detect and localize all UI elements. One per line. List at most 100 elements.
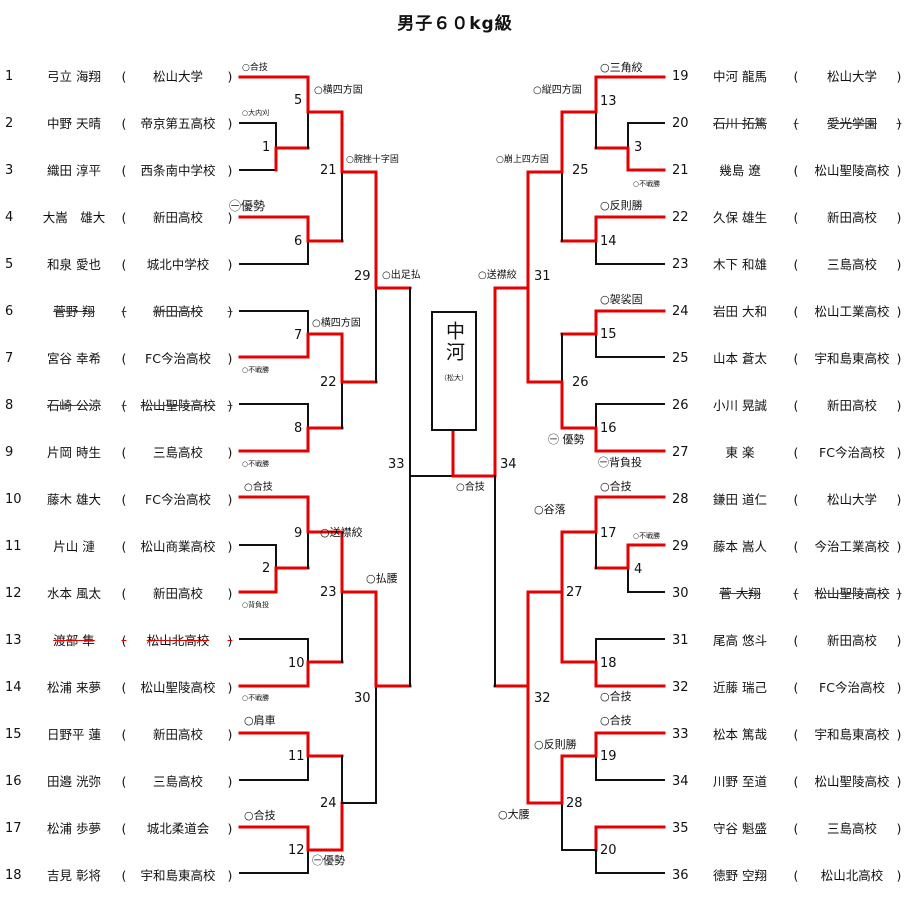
paren-close: ) xyxy=(227,633,233,648)
player-seed: 6 xyxy=(5,304,14,319)
match-number: 13 xyxy=(600,94,617,109)
paren-open: ( xyxy=(793,163,799,178)
match-result: ㊀優勢 xyxy=(312,853,345,867)
paren-close: ) xyxy=(896,304,902,319)
player-seed: 19 xyxy=(672,69,689,84)
player-name: 久保 雄生 xyxy=(713,210,767,225)
paren-open: ( xyxy=(121,774,127,789)
player-school: 松山大学 xyxy=(152,69,203,84)
match-number: 6 xyxy=(294,234,302,249)
player-seed: 9 xyxy=(5,445,14,460)
player-name: 木下 和雄 xyxy=(713,257,767,272)
match-result: ○合技 xyxy=(600,689,632,703)
paren-close: ) xyxy=(896,116,902,131)
match-number: 29 xyxy=(354,269,371,284)
match-number: 19 xyxy=(600,749,617,764)
player-name: 守谷 魁盛 xyxy=(713,821,767,836)
player-name: 弓立 海翔 xyxy=(47,69,101,84)
paren-open: ( xyxy=(121,257,127,272)
paren-open: ( xyxy=(121,680,127,695)
match-result: ○不戦勝 xyxy=(633,531,660,540)
match-number: 12 xyxy=(288,843,305,858)
match-result: ○大腰 xyxy=(498,807,530,821)
match-number: 31 xyxy=(534,269,551,284)
match-number: 34 xyxy=(500,457,517,472)
match-result: ○払腰 xyxy=(366,571,398,585)
player-school: 松山商業高校 xyxy=(140,539,216,554)
match-result: ○大内刈 xyxy=(242,108,269,117)
player-name: 松浦 歩夢 xyxy=(47,821,101,836)
match-result: ○三角絞 xyxy=(600,60,643,74)
player-seed: 21 xyxy=(672,163,689,178)
champion-box: 中河 （松大） xyxy=(431,311,477,431)
paren-open: ( xyxy=(121,351,127,366)
player-school: 松山聖陵高校 xyxy=(814,586,890,601)
paren-close: ) xyxy=(896,868,902,883)
paren-close: ) xyxy=(896,774,902,789)
match-number: 11 xyxy=(288,749,305,764)
player-seed: 34 xyxy=(672,774,689,789)
paren-close: ) xyxy=(896,398,902,413)
player-school: 新田高校 xyxy=(826,633,877,648)
paren-open: ( xyxy=(793,257,799,272)
player-school: 三島高校 xyxy=(826,257,877,272)
player-seed: 3 xyxy=(5,163,14,178)
paren-open: ( xyxy=(793,727,799,742)
paren-open: ( xyxy=(793,821,799,836)
match-number: 4 xyxy=(634,562,642,577)
match-number: 7 xyxy=(294,328,302,343)
player-seed: 23 xyxy=(672,257,689,272)
paren-close: ) xyxy=(227,445,233,460)
match-number: 32 xyxy=(534,691,551,706)
paren-close: ) xyxy=(896,69,902,84)
player-name: 吉見 彰将 xyxy=(47,868,101,883)
paren-open: ( xyxy=(121,304,127,319)
player-school: 松山聖陵高校 xyxy=(814,163,890,178)
match-result: ○合技 xyxy=(600,713,632,727)
player-name: 松浦 来夢 xyxy=(47,680,101,695)
player-seed: 20 xyxy=(672,116,689,131)
player-seed: 11 xyxy=(5,539,22,554)
paren-open: ( xyxy=(793,868,799,883)
paren-open: ( xyxy=(793,398,799,413)
match-result: ○横四方固 xyxy=(314,83,363,96)
paren-close: ) xyxy=(227,492,233,507)
player-seed: 1 xyxy=(5,69,14,84)
player-seed: 31 xyxy=(672,633,689,648)
player-seed: 17 xyxy=(5,821,22,836)
player-name: 岩田 大和 xyxy=(713,304,767,319)
paren-open: ( xyxy=(121,868,127,883)
match-result: ○合技 xyxy=(600,479,632,493)
paren-open: ( xyxy=(121,163,127,178)
match-number: 14 xyxy=(600,234,617,249)
paren-close: ) xyxy=(896,351,902,366)
paren-open: ( xyxy=(121,821,127,836)
paren-close: ) xyxy=(227,774,233,789)
paren-open: ( xyxy=(121,210,127,225)
player-school: 松山聖陵高校 xyxy=(140,398,216,413)
player-name: 和泉 愛也 xyxy=(47,257,101,272)
player-school: 新田高校 xyxy=(152,304,203,319)
match-result: ○横四方固 xyxy=(312,316,361,329)
paren-close: ) xyxy=(896,680,902,695)
player-name: 渡部 隼 xyxy=(53,633,95,648)
player-school: 宇和島東高校 xyxy=(814,351,890,366)
match-result: ○合技 xyxy=(242,61,268,73)
paren-close: ) xyxy=(227,821,233,836)
player-seed: 27 xyxy=(672,445,689,460)
paren-close: ) xyxy=(227,398,233,413)
player-name: 東 楽 xyxy=(725,445,755,460)
paren-open: ( xyxy=(793,492,799,507)
match-number: 3 xyxy=(634,140,642,155)
paren-close: ) xyxy=(896,821,902,836)
paren-open: ( xyxy=(793,680,799,695)
player-school: 松山北高校 xyxy=(820,868,884,883)
match-number: 26 xyxy=(572,375,589,390)
paren-close: ) xyxy=(896,633,902,648)
player-school: 三島高校 xyxy=(152,774,203,789)
match-number: 33 xyxy=(388,457,405,472)
paren-close: ) xyxy=(227,210,233,225)
match-number: 17 xyxy=(600,526,617,541)
paren-open: ( xyxy=(121,445,127,460)
